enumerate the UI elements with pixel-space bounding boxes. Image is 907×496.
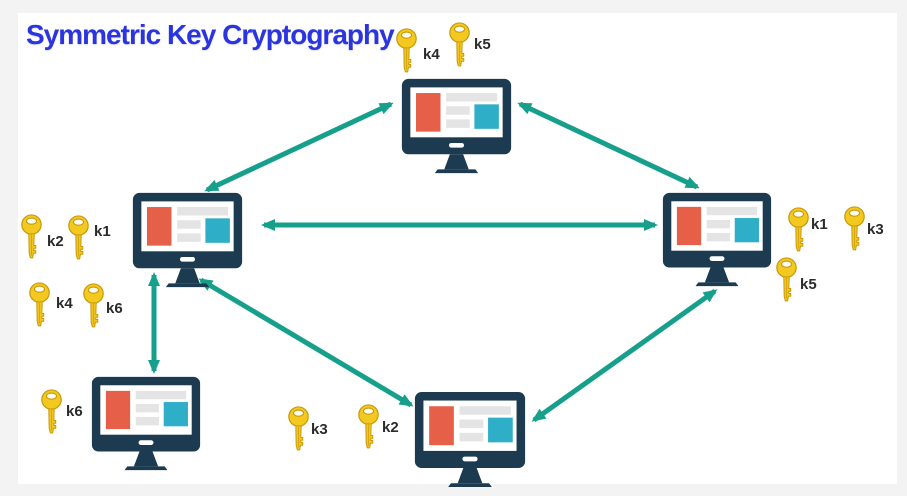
key-label: k2 xyxy=(47,233,64,250)
computer-left xyxy=(131,191,244,289)
key-label: k1 xyxy=(811,216,828,233)
link-right-bottomcenter xyxy=(531,288,718,423)
key-icon xyxy=(65,214,92,262)
key-label: k3 xyxy=(311,421,328,438)
key-label: k2 xyxy=(382,419,399,436)
key-label: k3 xyxy=(867,221,884,238)
key-icon xyxy=(285,405,312,453)
computer-bottom-center xyxy=(413,390,527,489)
key-label: k1 xyxy=(94,223,111,240)
key-icon xyxy=(355,403,382,451)
link-top-right xyxy=(517,101,700,190)
link-left-bottomcenter xyxy=(198,277,414,408)
key-icon xyxy=(841,205,868,253)
key-icon xyxy=(785,206,812,254)
key-label: k5 xyxy=(474,36,491,53)
key-icon xyxy=(26,281,53,329)
key-icon xyxy=(80,282,107,330)
page-title: Symmetric Key Cryptography xyxy=(26,19,395,50)
key-icon xyxy=(393,27,420,75)
key-label: k4 xyxy=(423,46,440,63)
computer-right xyxy=(661,191,773,288)
key-label: k6 xyxy=(106,300,123,317)
key-icon xyxy=(18,213,45,261)
computer-top xyxy=(400,77,513,175)
key-label: k6 xyxy=(66,403,83,420)
key-label: k5 xyxy=(800,276,817,293)
computer-bottom-left xyxy=(90,375,202,472)
key-icon xyxy=(446,21,473,69)
key-icon xyxy=(38,388,65,436)
key-icon xyxy=(773,256,800,304)
key-label: k4 xyxy=(56,295,73,312)
link-left-top xyxy=(204,101,394,193)
